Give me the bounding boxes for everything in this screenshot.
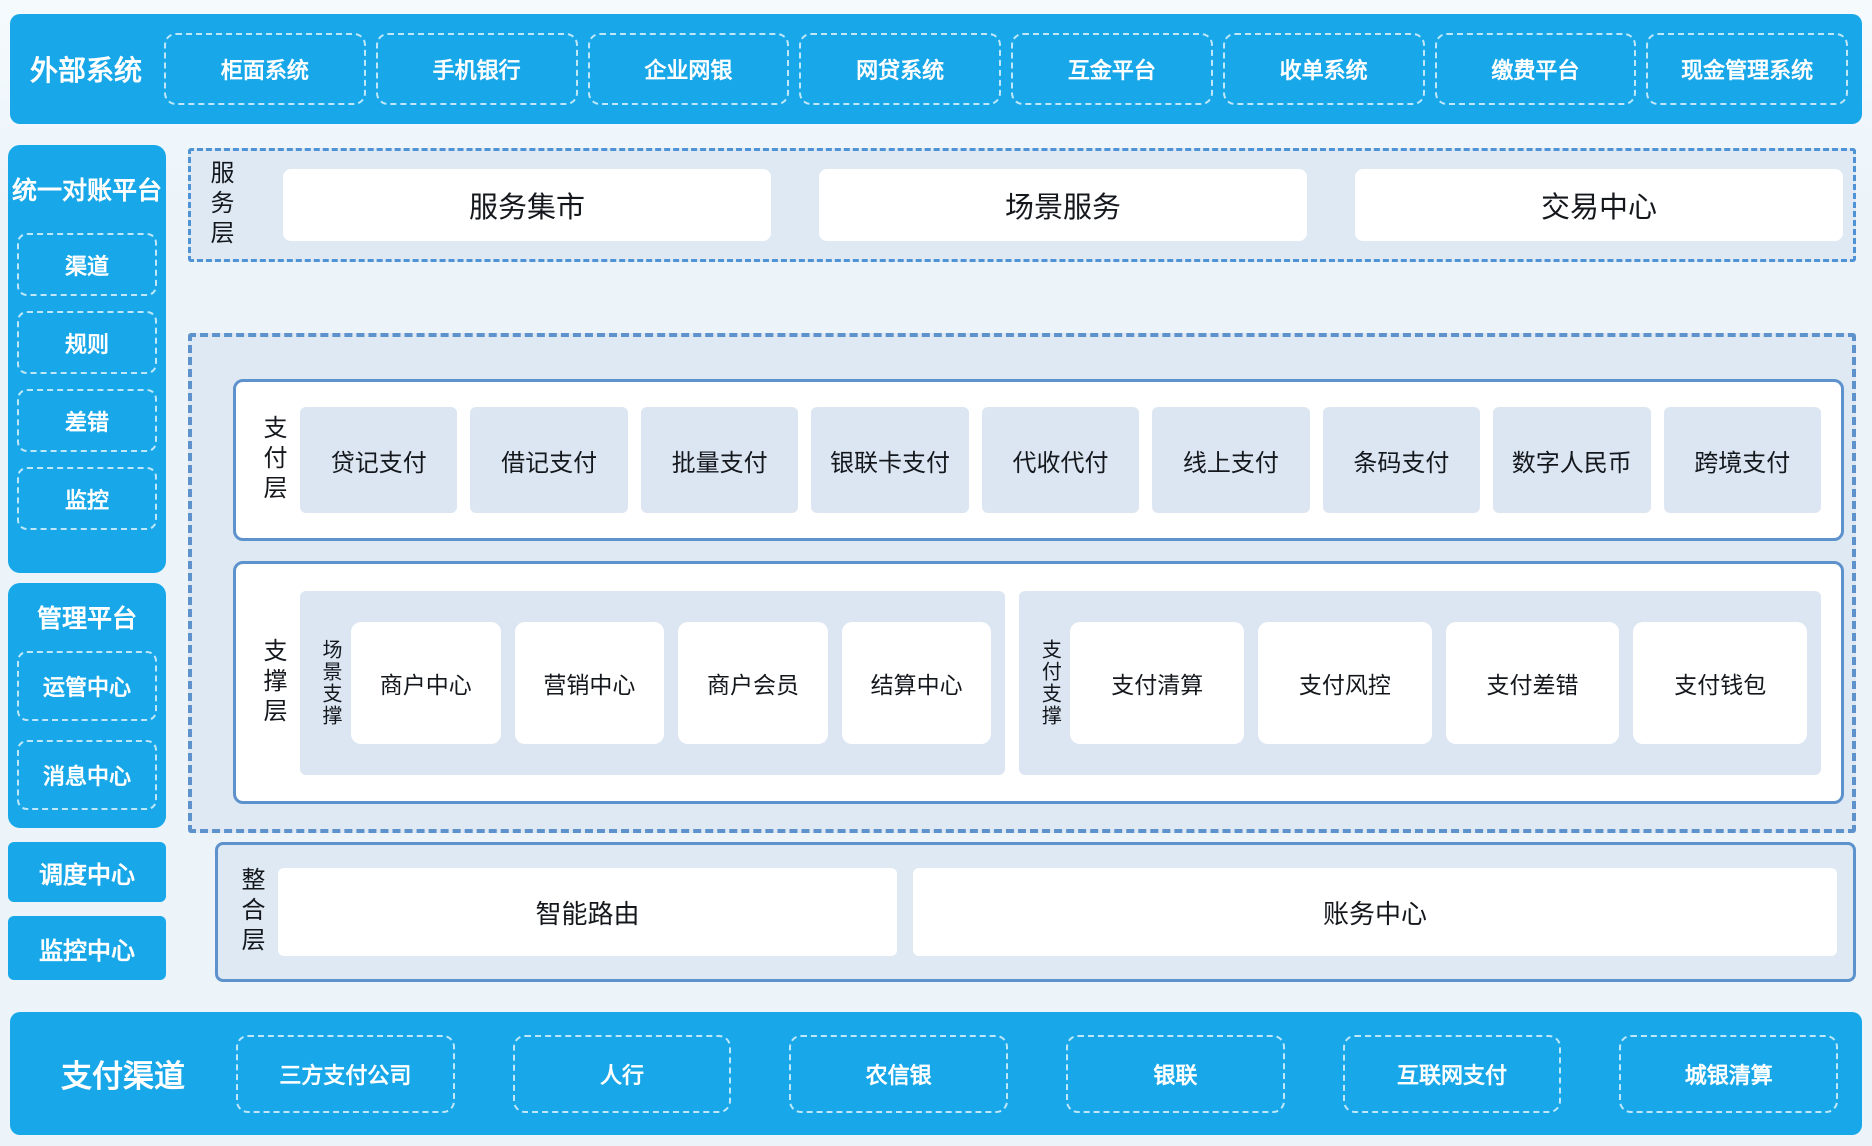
payment-channels-items: 三方支付公司 人行 农信银 银联 互联网支付 城银清算 <box>236 1034 1839 1113</box>
node-settlement-center: 结算中心 <box>841 621 992 744</box>
node-payment-risk-control: 支付风控 <box>1258 621 1432 744</box>
node-rules: 规则 <box>17 311 157 374</box>
node-third-party-payment-company: 三方支付公司 <box>236 1034 455 1113</box>
node-channel: 渠道 <box>17 233 157 296</box>
node-fee-payment-platform: 缴费平台 <box>1434 33 1637 105</box>
node-pboc: 人行 <box>512 1034 732 1113</box>
payment-support-items: 支付清算 支付风控 支付差错 支付钱包 <box>1070 621 1808 744</box>
integration-layer-label: 整合层 <box>237 867 264 957</box>
reconciliation-platform-panel: 统一对账平台 渠道 规则 差错 监控 <box>8 145 166 573</box>
node-scheduling-center: 调度中心 <box>8 842 166 902</box>
node-collection-payment: 代收代付 <box>981 407 1140 513</box>
service-layer: 服务层 服务集市 场景服务 交易中心 <box>188 148 1856 262</box>
node-service-market: 服务集市 <box>283 169 771 241</box>
node-credit-payment: 贷记支付 <box>300 407 458 513</box>
node-monitoring: 监控 <box>17 467 157 530</box>
node-cash-management-system: 现金管理系统 <box>1646 33 1848 105</box>
node-scene-service: 场景服务 <box>819 169 1307 241</box>
management-platform-title: 管理平台 <box>36 605 137 633</box>
management-platform-panel: 管理平台 运管中心 消息中心 <box>8 583 166 828</box>
scene-support-label: 场景支撑 <box>319 638 341 727</box>
node-message-center: 消息中心 <box>17 740 157 810</box>
external-systems-bar: 外部系统 柜面系统 手机银行 企业网银 网贷系统 互金平台 收单系统 缴费平台 … <box>10 14 1862 124</box>
node-digital-rmb: 数字人民币 <box>1493 407 1651 513</box>
support-layer: 支撑层 场景支撑 商户中心 营销中心 商户会员 结算中心 支付支撑 <box>233 561 1844 804</box>
node-payment-errors: 支付差错 <box>1445 621 1620 744</box>
reconciliation-platform-title: 统一对账平台 <box>11 177 162 205</box>
external-systems-title: 外部系统 <box>30 55 143 86</box>
node-operation-center: 运管中心 <box>17 651 157 721</box>
node-cross-border-payment: 跨境支付 <box>1663 407 1821 513</box>
scene-support-group: 场景支撑 商户中心 营销中心 商户会员 结算中心 <box>300 590 1006 775</box>
service-layer-label: 服务层 <box>206 160 233 250</box>
diagram-main-area: 服务层 服务集市 场景服务 交易中心 支付层 贷记支付 借记支付 批量支付 银联… <box>188 148 1856 982</box>
node-transaction-center: 交易中心 <box>1355 169 1843 241</box>
node-payment-wallet: 支付钱包 <box>1633 621 1808 744</box>
node-corporate-ebank: 企业网银 <box>587 33 790 105</box>
payment-layer-items: 贷记支付 借记支付 批量支付 银联卡支付 代收代付 线上支付 条码支付 数字人民… <box>300 407 1821 513</box>
integration-layer: 整合层 智能路由 账务中心 <box>215 842 1856 982</box>
node-smart-routing: 智能路由 <box>278 868 898 956</box>
integration-layer-items: 智能路由 账务中心 <box>278 868 1837 956</box>
node-accounting-center: 账务中心 <box>913 868 1837 956</box>
node-city-bank-clearing: 城银清算 <box>1619 1034 1839 1113</box>
node-unionpay-card-payment: 银联卡支付 <box>811 407 969 513</box>
node-internet-payment: 互联网支付 <box>1342 1034 1562 1113</box>
external-systems-items: 柜面系统 手机银行 企业网银 网贷系统 互金平台 收单系统 缴费平台 现金管理系… <box>164 33 1848 105</box>
core-layers-group: 支付层 贷记支付 借记支付 批量支付 银联卡支付 代收代付 线上支付 条码支付 … <box>188 333 1856 833</box>
node-merchant-center: 商户中心 <box>351 621 501 744</box>
node-batch-payment: 批量支付 <box>640 407 799 513</box>
node-marketing-center: 营销中心 <box>514 621 665 744</box>
node-barcode-payment: 条码支付 <box>1322 407 1481 513</box>
node-payment-clearing: 支付清算 <box>1070 621 1245 744</box>
payment-support-label: 支付支撑 <box>1038 638 1061 727</box>
node-mobile-banking: 手机银行 <box>375 33 578 105</box>
scene-support-items: 商户中心 营销中心 商户会员 结算中心 <box>351 621 992 744</box>
support-layer-groups: 场景支撑 商户中心 营销中心 商户会员 结算中心 支付支撑 支付清算 支付风控 <box>300 590 1821 775</box>
payment-layer: 支付层 贷记支付 借记支付 批量支付 银联卡支付 代收代付 线上支付 条码支付 … <box>233 379 1844 541</box>
node-acquiring-system: 收单系统 <box>1222 33 1425 105</box>
node-debit-payment: 借记支付 <box>470 407 628 513</box>
node-errors: 差错 <box>17 389 157 452</box>
payment-channels-bar: 支付渠道 三方支付公司 人行 农信银 银联 互联网支付 城银清算 <box>10 1012 1862 1135</box>
payment-layer-label: 支付层 <box>259 415 286 505</box>
node-rural-credit-bank: 农信银 <box>789 1034 1009 1113</box>
node-internet-finance-platform: 互金平台 <box>1011 33 1213 105</box>
node-monitoring-center: 监控中心 <box>8 916 166 980</box>
node-unionpay: 银联 <box>1066 1034 1285 1113</box>
service-layer-items: 服务集市 场景服务 交易中心 <box>283 169 1843 241</box>
node-counter-system: 柜面系统 <box>164 33 366 105</box>
node-online-loan-system: 网贷系统 <box>799 33 1001 105</box>
payment-channels-title: 支付渠道 <box>61 1059 185 1094</box>
left-sidebar: 统一对账平台 渠道 规则 差错 监控 管理平台 运管中心 消息中心 调度中心 监… <box>8 145 166 980</box>
payment-support-group: 支付支撑 支付清算 支付风控 支付差错 支付钱包 <box>1019 590 1821 775</box>
node-merchant-member: 商户会员 <box>678 621 828 744</box>
node-online-payment: 线上支付 <box>1152 407 1310 513</box>
support-layer-label: 支撑层 <box>259 637 286 728</box>
